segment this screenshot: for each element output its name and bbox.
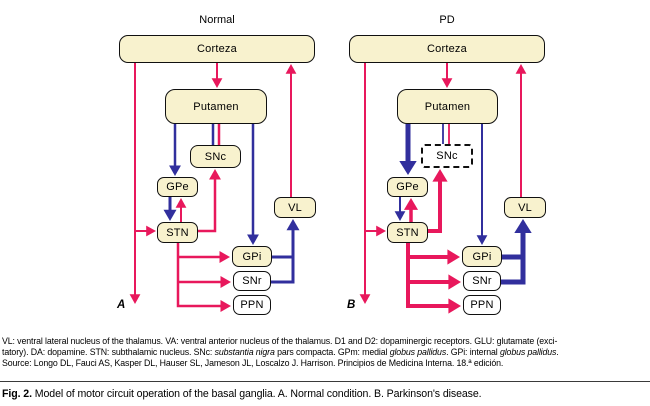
node-snc-a: SNc bbox=[190, 145, 241, 168]
arrowhead-stn-gpe-a bbox=[175, 198, 187, 208]
figure-caption-label: Fig. 2. bbox=[2, 388, 32, 400]
arrowhead-stn-gpi-b bbox=[447, 249, 460, 265]
node-ppn-a: PPN bbox=[233, 295, 271, 315]
arrowhead-putamen-gpi-a bbox=[247, 234, 259, 245]
node-corteza-a: Corteza bbox=[119, 35, 315, 63]
node-snc-b: SNc bbox=[421, 144, 473, 168]
node-vl-b: VL bbox=[504, 197, 546, 218]
caption-line-3: Source: Longo DL, Fauci AS, Kasper DL, H… bbox=[2, 358, 649, 369]
caption-segment: pars compacta. GPm: medial bbox=[274, 347, 390, 358]
caption-divider bbox=[0, 381, 650, 382]
arrowhead-corteza-putamen-a bbox=[211, 78, 223, 88]
caption-line-1: VL: ventral lateral nucleus of the thala… bbox=[2, 336, 649, 347]
arrowhead-snr-vl-b bbox=[514, 219, 532, 233]
arrowhead-corteza-stn-b bbox=[376, 225, 386, 237]
edge-stn-snc-a bbox=[198, 178, 217, 233]
figure-caption-text: Model of motor circuit operation of the … bbox=[31, 388, 482, 400]
caption-italic-segment: globus pallidus bbox=[389, 347, 447, 358]
arrowhead-corteza-brainstem-a bbox=[129, 294, 141, 304]
caption-segment: . GPi: internal bbox=[446, 347, 500, 358]
arrowhead-corteza-stn-a bbox=[146, 225, 156, 237]
node-stn-a: STN bbox=[157, 222, 198, 243]
edge-snr-vl-b bbox=[500, 232, 526, 285]
arrowhead-stn-gpi-a bbox=[219, 251, 230, 263]
arrowhead-putamen-gpe-b bbox=[399, 161, 417, 175]
node-gpi-a: GPi bbox=[232, 246, 272, 267]
arrowhead-gpe-stn-a bbox=[163, 209, 177, 221]
node-stn-b: STN bbox=[387, 222, 428, 243]
node-snr-a: SNr bbox=[233, 271, 271, 291]
caption-segment: Source: Longo DL, Fauci AS, Kasper DL, H… bbox=[2, 358, 504, 369]
arrowhead-stn-snr-b bbox=[448, 274, 461, 290]
arrowhead-gpe-stn-b bbox=[394, 211, 406, 221]
caption-line-2: tatory). DA: dopamine. STN: subthalamic … bbox=[2, 347, 649, 358]
diagram-edges-canvas bbox=[129, 63, 532, 314]
arrowhead-putamen-gpe-a bbox=[169, 165, 181, 176]
node-ppn-b: PPN bbox=[463, 295, 501, 315]
caption-italic-segment: substantia nigra bbox=[214, 347, 275, 358]
arrowhead-stn-snr-a bbox=[220, 276, 231, 288]
arrowhead-stn-snc-b bbox=[432, 169, 448, 182]
arrowhead-snr-vl-a bbox=[286, 219, 300, 231]
arrowhead-putamen-gpi-b bbox=[476, 235, 488, 245]
abbreviations-caption: VL: ventral lateral nucleus of the thala… bbox=[2, 336, 649, 370]
arrowhead-corteza-brainstem-b bbox=[359, 294, 371, 304]
caption-segment: tatory). DA: dopamine. STN: subthalamic … bbox=[2, 347, 215, 358]
node-snr-b: SNr bbox=[463, 271, 501, 291]
edge-stn-ppn-b bbox=[406, 243, 450, 308]
node-putamen-b: Putamen bbox=[397, 89, 498, 124]
arrowhead-vl-corteza-a bbox=[285, 64, 297, 74]
node-gpe-a: GPe bbox=[157, 177, 198, 197]
edge-stn-snc-b bbox=[428, 180, 442, 233]
caption-italic-segment: globus pallidus bbox=[499, 347, 557, 358]
arrowhead-stn-ppn-b bbox=[448, 298, 461, 314]
node-gpe-b: GPe bbox=[387, 177, 428, 197]
arrowhead-corteza-putamen-b bbox=[441, 78, 453, 88]
panel-label-b: B bbox=[347, 299, 356, 311]
node-vl-a: VL bbox=[274, 197, 316, 218]
arrowhead-stn-ppn-a bbox=[220, 300, 231, 312]
arrowhead-vl-corteza-b bbox=[515, 64, 527, 74]
caption-segment: . bbox=[556, 347, 559, 358]
node-gpi-b: GPi bbox=[462, 246, 502, 267]
arrowhead-stn-snc-a bbox=[209, 169, 221, 180]
panel-title-normal: Normal bbox=[199, 14, 235, 26]
edge-stn-ppn-a bbox=[176, 243, 222, 308]
caption-segment: VL: ventral lateral nucleus of the thala… bbox=[2, 336, 558, 346]
node-corteza-b: Corteza bbox=[349, 35, 545, 63]
node-putamen-a: Putamen bbox=[165, 89, 267, 124]
panel-title-pd: PD bbox=[439, 14, 455, 26]
panel-label-a: A bbox=[117, 299, 126, 311]
edge-snr-vl-a bbox=[271, 229, 295, 284]
arrowhead-stn-gpe-b bbox=[403, 198, 419, 210]
figure-caption: Fig. 2. Model of motor circuit operation… bbox=[2, 388, 648, 400]
